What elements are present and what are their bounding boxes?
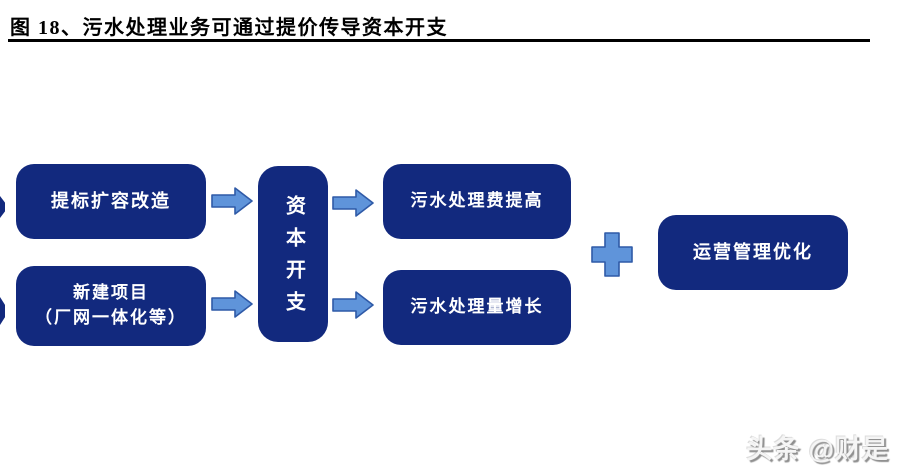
node-fee-increase: 污水处理费提高: [383, 164, 571, 239]
plus-icon: [591, 232, 633, 277]
right-arrow-icon: [211, 290, 253, 318]
left-edge-clipped-shape: [0, 196, 5, 218]
node-volume-growth: 污水处理量增长: [383, 270, 571, 345]
node-new-project: 新建项目 （厂网一体化等）: [16, 266, 206, 346]
node-label: 污水处理费提高: [410, 191, 544, 211]
right-arrow-icon: [332, 189, 374, 217]
left-edge-clipped-shape: [0, 297, 5, 325]
watermark: 头条 @财是: [746, 434, 889, 464]
node-label: 新建项目 （厂网一体化等）: [35, 283, 187, 327]
right-arrow-icon: [332, 291, 374, 319]
node-label: 污水处理量增长: [410, 297, 544, 317]
right-arrow-icon: [211, 187, 253, 215]
node-capital-expenditure: 资本开支: [258, 166, 328, 342]
node-operations-optimization: 运营管理优化: [658, 215, 848, 290]
node-upgrade-renovation: 提标扩容改造: [16, 164, 206, 239]
node-label: 资本开支: [282, 195, 305, 323]
figure-title: 图 18、污水处理业务可通过提价传导资本开支: [10, 17, 448, 39]
node-label: 提标扩容改造: [51, 191, 171, 212]
node-label: 运营管理优化: [693, 242, 813, 263]
title-underline: [8, 39, 870, 42]
